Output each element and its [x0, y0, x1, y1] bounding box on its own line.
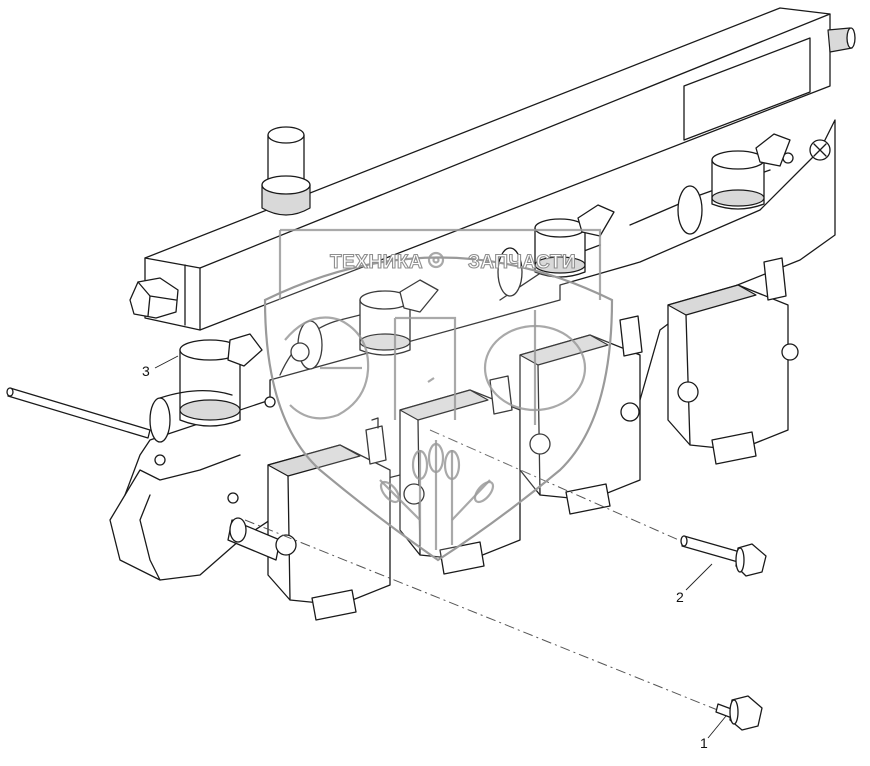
watermark-shield — [263, 256, 614, 562]
injector-1 — [149, 333, 263, 443]
injector-4 — [677, 133, 791, 235]
watermark-left-text: ТЕХНИКА — [330, 252, 423, 273]
ignition-coil-3 — [519, 315, 643, 515]
watermark-right-text: ЗАПЧАСТИ — [468, 252, 576, 273]
pressure-sensor — [261, 126, 311, 216]
flange-bolt-2 — [680, 535, 767, 577]
ignition-coil-4 — [667, 257, 799, 465]
guide-rod — [6, 387, 151, 439]
injector-3 — [497, 204, 615, 297]
flange-bolt-1 — [715, 695, 763, 731]
callout-2: 2 — [676, 589, 684, 605]
watermark-gear-icon — [427, 251, 445, 269]
callout-3: 3 — [142, 363, 150, 379]
ignition-coil-1 — [227, 417, 391, 621]
watermark: ТЕХНИКА ЗАПЧАСТИ — [263, 228, 614, 562]
watermark-wheat-icon — [379, 440, 495, 550]
assembly-lines — [244, 429, 731, 716]
rail-hex-bolt — [129, 277, 179, 319]
callout-1: 1 — [700, 735, 708, 751]
fuel-rail — [144, 7, 856, 331]
callouts: 3 2 1 — [142, 355, 727, 751]
injectors — [149, 133, 831, 443]
ignition-coils — [227, 257, 799, 621]
